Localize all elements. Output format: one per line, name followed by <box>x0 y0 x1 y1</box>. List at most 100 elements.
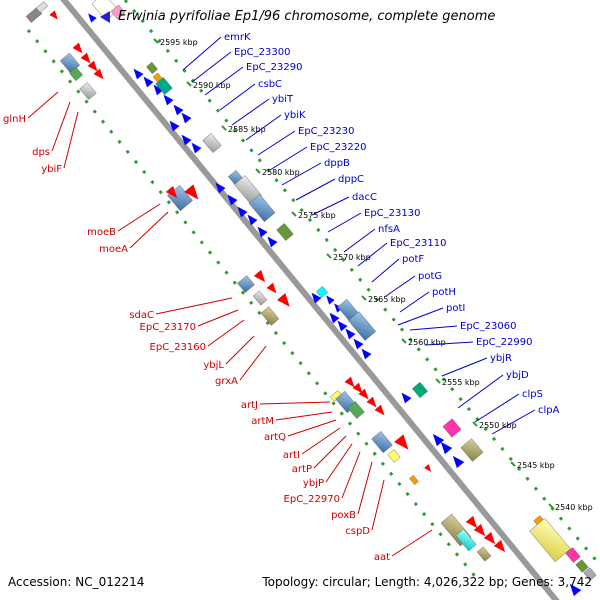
tick-mark <box>326 253 332 259</box>
gene-box <box>79 82 97 100</box>
tick-label: 2595 kbp <box>160 38 198 47</box>
gene-label: ybiF <box>41 164 62 175</box>
tick-mark <box>186 81 192 87</box>
summary-text: Topology: circular; Length: 4,026,322 bp… <box>262 575 592 589</box>
gene-arrow <box>133 68 144 80</box>
label-leader-line <box>343 228 376 253</box>
gene-arrow <box>366 396 377 408</box>
gene-label: emrK <box>224 32 251 43</box>
gene-box <box>529 517 571 563</box>
gene-arrow <box>237 206 248 218</box>
gene-arrow <box>311 292 322 304</box>
gene-label: artJ <box>241 400 258 411</box>
tick-mark <box>548 503 554 509</box>
label-leader-line <box>259 401 331 405</box>
tick-label: 2545 kbp <box>517 461 555 470</box>
gene-arrow <box>401 392 412 404</box>
tick-mark <box>255 168 261 174</box>
label-leader-line <box>474 393 520 423</box>
label-leader-line <box>239 345 267 381</box>
tick-label: 2565 kbp <box>368 295 406 304</box>
gene-arrow <box>181 112 192 124</box>
label-leader-line <box>441 357 488 377</box>
label-leader-line <box>287 419 337 437</box>
gene-arrow <box>276 293 290 307</box>
gene-label: EpC_23300 <box>234 47 290 58</box>
label-leader-line <box>457 374 504 409</box>
label-leader-line <box>385 275 416 297</box>
gene-arrow <box>143 76 154 88</box>
gene-box <box>69 66 83 82</box>
gene-box <box>248 194 276 222</box>
gene-box <box>347 311 377 341</box>
gene-box <box>260 306 280 326</box>
gene-label: dps <box>32 147 50 158</box>
tick-mark <box>510 461 516 467</box>
gene-label: artP <box>292 464 312 475</box>
label-leader-line <box>341 451 361 499</box>
gene-box <box>565 547 581 563</box>
label-leader-line <box>313 435 347 469</box>
gene-box <box>455 528 477 552</box>
right-gene-labels: emrKEpC_23300EpC_23290csbCybiTybiKEpC_23… <box>182 32 560 435</box>
gene-label: EpC_23110 <box>390 238 446 249</box>
tick-label: 2585 kbp <box>228 125 266 134</box>
gene-arrow <box>361 348 372 360</box>
tick-label: 2560 kbp <box>408 338 446 347</box>
gene-label: dppB <box>324 158 350 169</box>
label-leader-line <box>295 178 336 201</box>
gene-box <box>252 290 268 306</box>
accession-text: Accession: NC_012214 <box>8 575 145 589</box>
gene-arrow <box>374 404 385 416</box>
label-leader-line <box>409 325 458 331</box>
tick-label: 2590 kbp <box>193 81 231 90</box>
label-leader-line <box>197 309 239 327</box>
tick-label: 2550 kbp <box>479 421 517 430</box>
gene-label: ybiK <box>284 110 306 121</box>
gene-label: cspD <box>345 526 370 537</box>
label-leader-line <box>357 242 388 267</box>
gene-label: EpC_23160 <box>150 342 206 353</box>
gene-arrow <box>49 10 58 20</box>
label-leader-line <box>491 409 536 435</box>
label-leader-line <box>207 319 245 347</box>
gene-arrow <box>326 295 335 305</box>
gene-arrow <box>80 52 91 64</box>
label-leader-line <box>325 443 353 483</box>
gene-label: ybjL <box>203 360 224 371</box>
tick-mark <box>361 295 367 301</box>
gene-arrow <box>215 182 226 194</box>
gene-arrow <box>253 269 266 283</box>
gene-arrow <box>358 388 369 400</box>
gene-arrow <box>493 539 506 553</box>
gene-label: clpA <box>538 405 560 416</box>
tick-mark <box>291 211 297 217</box>
label-leader-line <box>245 114 282 141</box>
label-leader-line <box>27 91 59 119</box>
label-leader-line <box>391 529 433 557</box>
gene-arrow <box>169 120 180 132</box>
gene-box <box>583 567 597 581</box>
gene-arrow <box>483 531 496 545</box>
gene-arrow <box>424 464 432 472</box>
gene-arrow <box>227 194 238 206</box>
gene-label: ybjD <box>506 370 529 381</box>
left-gene-labels: glnHdpsybiFmoeBmoeAsdaCEpC_23170EpC_2316… <box>3 91 433 563</box>
tick-label: 2540 kbp <box>555 503 593 512</box>
gene-label: potI <box>446 303 465 314</box>
label-leader-line <box>301 427 341 455</box>
label-leader-line <box>51 101 71 152</box>
gene-label: EpC_23170 <box>140 322 196 333</box>
gene-label: potF <box>402 254 424 265</box>
title-text: Erwinia pyrifoliae Ep1/96 chromosome, co… <box>118 9 496 24</box>
gene-label: artQ <box>264 432 286 443</box>
gene-box <box>155 77 173 95</box>
gene-label: EpC_23220 <box>310 142 366 153</box>
gene-box <box>371 430 393 454</box>
gene-arrow <box>257 226 268 238</box>
label-leader-line <box>327 212 362 233</box>
gene-box <box>476 546 492 562</box>
tick-mark <box>401 338 407 344</box>
gene-label: artM <box>251 416 274 427</box>
title-icon <box>100 10 110 23</box>
